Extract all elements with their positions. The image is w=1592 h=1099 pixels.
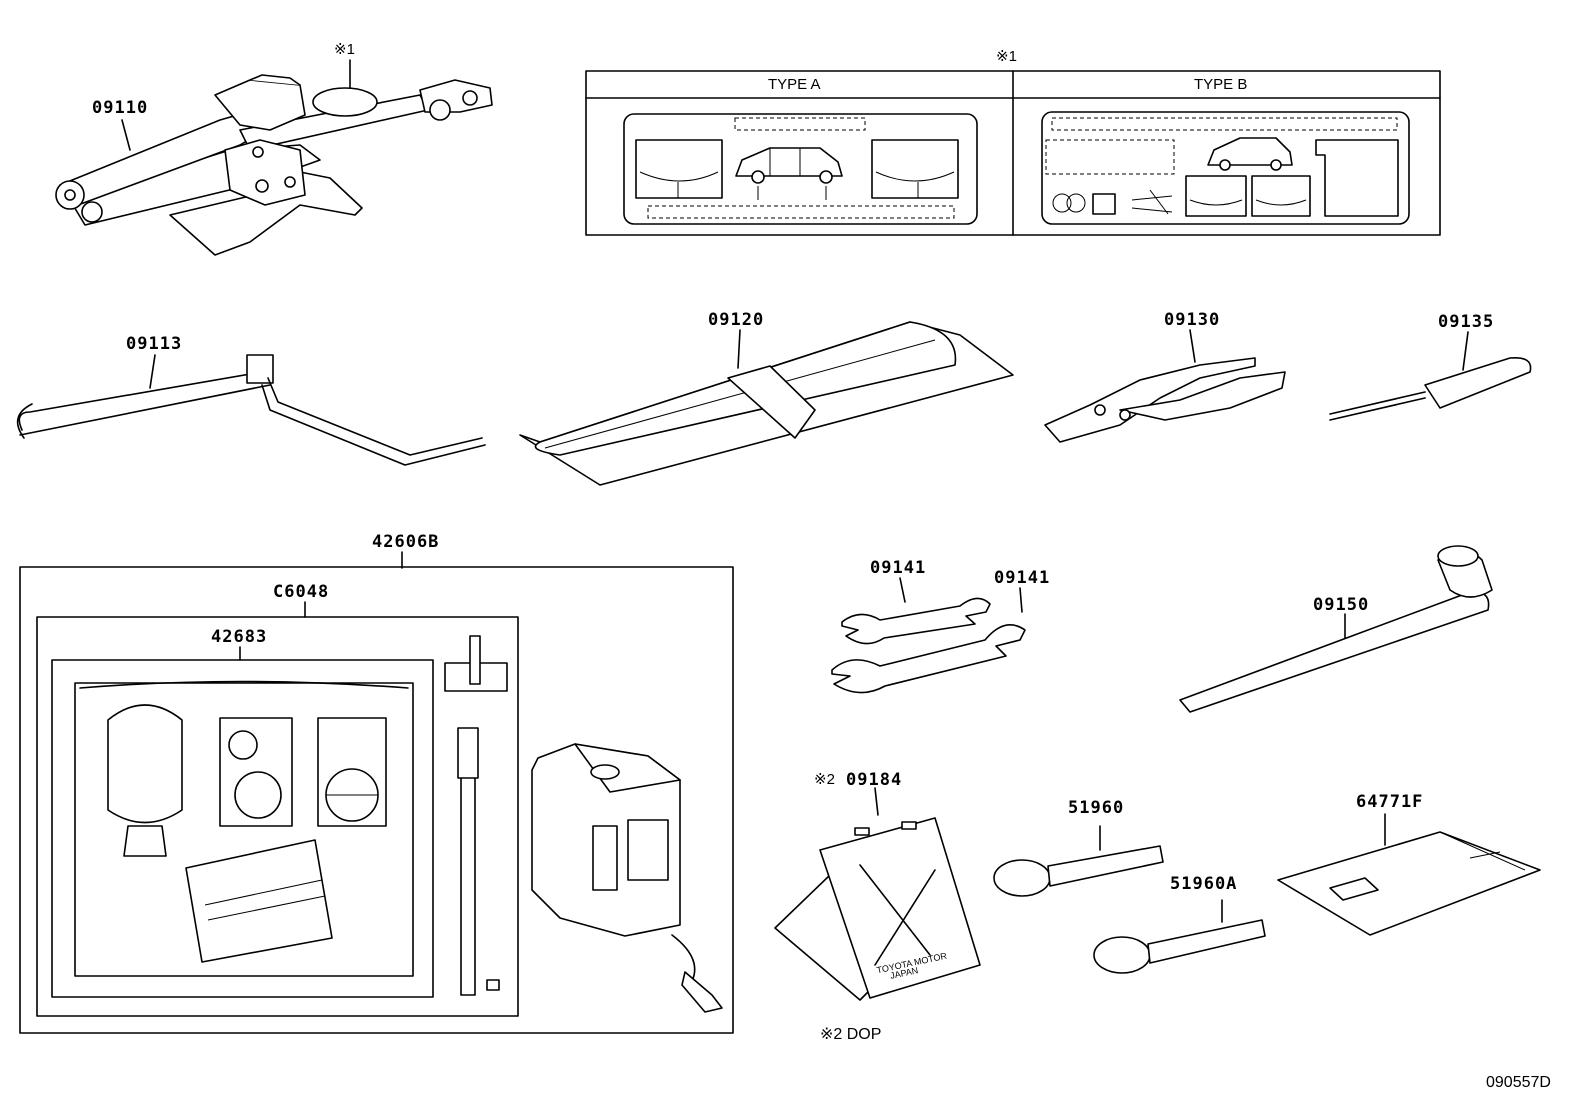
- towing-eye-icon: [993, 825, 1266, 974]
- part-number-repair-kit: 42606B: [372, 532, 440, 552]
- label-type-a: TYPE A: [768, 76, 821, 93]
- repair-kit-group: [19, 551, 734, 1034]
- part-number-towing-eye-2: 51960A: [1170, 874, 1238, 894]
- part-number-tool-bag: 09120: [708, 310, 765, 330]
- note1-mark-table: ※1: [996, 48, 1017, 65]
- part-number-screwdriver: 09135: [1438, 312, 1495, 332]
- part-number-repair-kit-inner: C6048: [273, 582, 330, 602]
- part-number-wheel-chock: 09184: [846, 770, 903, 790]
- figure-id: 090557D: [1486, 1074, 1551, 1091]
- jack-handle-icon: [16, 354, 486, 466]
- part-number-jack: 09110: [92, 98, 149, 118]
- caution-label-table: [585, 70, 1441, 236]
- wrench-icon: [831, 577, 1026, 694]
- part-number-pliers: 09130: [1164, 310, 1221, 330]
- screwdriver-icon: [1329, 331, 1532, 421]
- jack-icon: [55, 59, 493, 256]
- tool-bag-icon: [519, 321, 1014, 486]
- manual-pouch-icon: [1277, 813, 1541, 936]
- part-number-jack-handle: 09113: [126, 334, 183, 354]
- part-number-manual-pouch: 64771F: [1356, 792, 1424, 812]
- part-number-sealant-kit: 42683: [211, 627, 268, 647]
- note2-dop: ※2 DOP: [820, 1026, 882, 1043]
- label-type-b: TYPE B: [1194, 76, 1248, 93]
- part-number-wrench-1: 09141: [870, 558, 927, 578]
- note1-mark-jack: ※1: [334, 41, 355, 58]
- sealant-bottle-icon: [107, 704, 183, 824]
- pliers-icon: [1044, 329, 1286, 443]
- wheel-chock-icon: [774, 787, 981, 1001]
- note2-mark-chock: ※2: [814, 771, 835, 788]
- part-number-wrench-2: 09141: [994, 568, 1051, 588]
- part-number-lug-wrench: 09150: [1313, 595, 1370, 615]
- part-number-towing-eye-1: 51960: [1068, 798, 1125, 818]
- lug-wrench-icon: [1179, 545, 1493, 713]
